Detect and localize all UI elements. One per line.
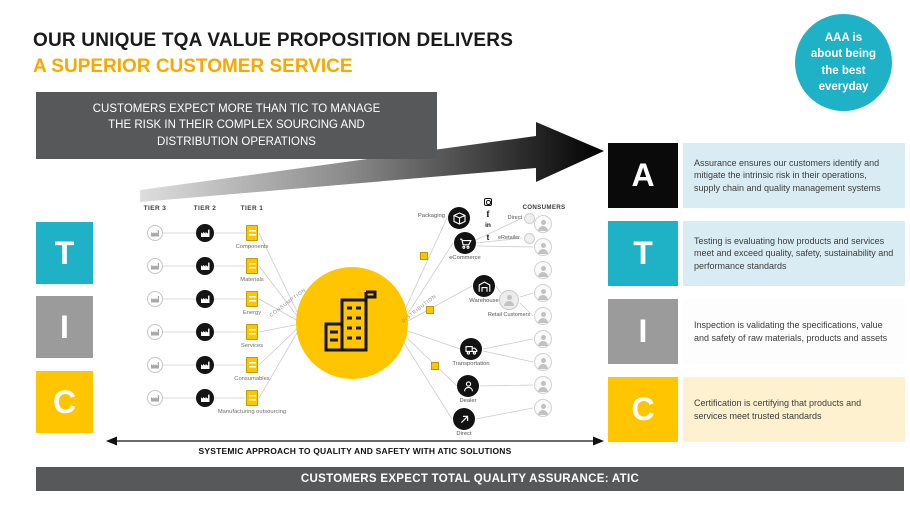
supply-row: Consumables [147,356,327,396]
channel-dealer: Dealer [457,375,479,404]
letter-box-t: T [608,221,678,286]
supply-row: Materials [147,257,327,297]
letter-box-i: I [608,299,678,364]
package-icon [431,362,439,370]
package-icon [426,306,434,314]
tier1-document-icon [246,357,258,373]
consumer-icon [534,307,552,325]
aaa-badge: AAA is about being the best everyday [795,14,892,111]
bottom-banner: CUSTOMERS EXPECT TOTAL QUALITY ASSURANCE… [36,467,904,491]
tier1-document-icon [246,390,258,406]
letter-box-c: C [36,371,93,433]
systemic-approach-axis [106,436,604,446]
supply-row: Energy [147,290,327,330]
letter-box-a: A [608,143,678,208]
channel-ecommerce: eCommerce [449,232,481,261]
tier1-document-icon [246,324,258,340]
consumer-icon [534,238,552,256]
instagram-icon [484,198,492,206]
atic-row-inspection: I Inspection is validating the specifica… [608,299,905,364]
manufacturer-hub-circle [296,267,408,379]
linkedin-icon [483,221,493,230]
tier3-supplier-icon [147,390,163,406]
tier3-supplier-icon [147,324,163,340]
tier3-header: TIER 3 [143,205,167,212]
tier3-supplier-icon [147,357,163,373]
tier2-supplier-icon [196,224,214,242]
certification-description: Certification is certifying that product… [683,377,905,442]
tier3-supplier-icon [147,258,163,274]
expect-banner: CUSTOMERS EXPECT MORE THAN TIC TO MANAGE… [36,92,437,159]
supply-category-label: Components [235,244,269,250]
letter-box-i: I [36,296,93,358]
consumer-icon [534,261,552,279]
atic-row-assurance: A Assurance ensures our customers identi… [608,143,905,208]
channel-label: Transportation [452,361,490,367]
channel-packaging: Packaging [418,207,470,229]
package-icon [420,252,428,260]
sub-channel-eretailer-label: eRetailer [497,235,520,241]
sub-channel-direct-label: Direct [507,215,522,221]
channel-label: Dealer [459,398,477,404]
supply-row: Components [147,224,327,264]
sub-channel-eretailer-node [524,233,535,244]
inspection-description: Inspection is validating the specificati… [683,299,905,364]
supply-category-label: Services [240,343,264,349]
shopping-cart-icon [454,232,476,254]
dealer-person-icon [457,375,479,397]
consumer-icon [534,353,552,371]
consumer-icon [534,399,552,417]
channel-label: eCommerce [449,255,481,261]
consumer-icon [534,330,552,348]
channel-label: Warehouse [469,298,499,304]
tier2-supplier-icon [196,323,214,341]
supply-category-label: Energy [242,310,262,316]
letter-box-c: C [608,377,678,442]
systemic-approach-label: SYSTEMIC APPROACH TO QUALITY AND SAFETY … [198,446,512,456]
testing-description: Testing is evaluating how products and s… [683,221,905,286]
atic-row-certification: C Certification is certifying that produ… [608,377,905,442]
truck-icon [460,338,482,360]
supply-row: Manufacturing outsourcing [147,389,327,429]
tier2-supplier-icon [196,356,214,374]
tier2-header: TIER 2 [193,205,217,212]
supply-category-label: Materials [240,277,264,283]
channel-direct: Direct [453,408,475,437]
consumer-icon [534,376,552,394]
tier1-document-icon [246,258,258,274]
channel-transportation: Transportation [452,338,490,367]
tier1-document-icon [246,225,258,241]
tier1-header: TIER 1 [240,205,264,212]
atic-row-testing: T Testing is evaluating how products and… [608,221,905,286]
channel-label: Direct [456,431,472,437]
arrow-up-right-icon [453,408,475,430]
tier2-supplier-icon [196,389,214,407]
consumer-icon [534,215,552,233]
channel-warehouse: Warehouse [469,275,499,304]
tier1-document-icon [246,291,258,307]
channel-label: Packaging [417,213,445,219]
assurance-description: Assurance ensures our customers identify… [683,143,905,208]
supply-category-label: Consumables [234,376,270,382]
letter-box-t: T [36,222,93,284]
consumers-header: CONSUMERS [522,204,566,211]
tier2-supplier-icon [196,290,214,308]
social-icons [483,198,493,242]
supply-row: Services [147,323,327,363]
consumer-icon [534,284,552,302]
warehouse-icon [473,275,495,297]
slide-title-line2: A SUPERIOR CUSTOMER SERVICE [33,56,353,77]
supply-category-label: Manufacturing outsourcing [217,409,287,415]
factory-building-icon [324,290,377,352]
retail-customers-label: Retail Customers [487,312,531,318]
tier2-supplier-icon [196,257,214,275]
slide-title-line1: OUR UNIQUE TQA VALUE PROPOSITION DELIVER… [33,30,514,51]
tier3-supplier-icon [147,225,163,241]
retail-customers-icon [499,290,519,310]
tier3-supplier-icon [147,291,163,307]
packaging-icon [448,207,470,229]
